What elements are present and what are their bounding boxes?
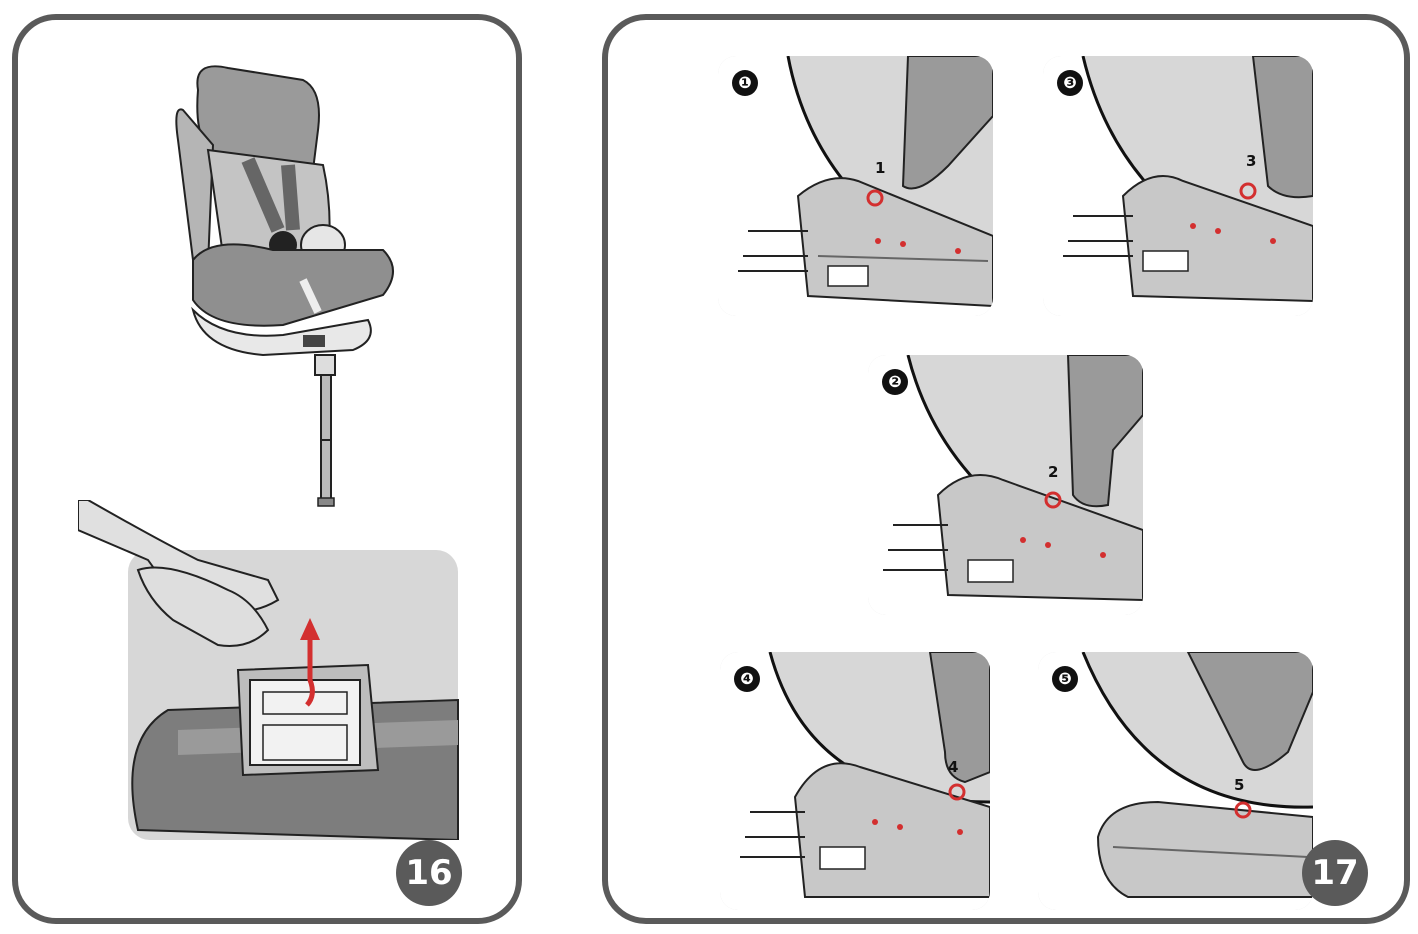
step-1-tile: ❶ 1 [718, 56, 993, 316]
release-detail-illustration [78, 500, 468, 840]
step-4-label: 4 [948, 758, 958, 776]
step-3-marker: ❸ [1057, 70, 1083, 96]
step-5-tile: ❺ 5 [1038, 652, 1313, 910]
figure-16-badge: 16 [396, 840, 462, 906]
step-2-marker: ❷ [882, 369, 908, 395]
step-2-tile: ❷ 2 [868, 355, 1143, 615]
step-5-label: 5 [1234, 776, 1244, 794]
seat-base-diagram [720, 652, 990, 910]
seat-base-diagram [1038, 652, 1313, 910]
car-seat-illustration [153, 50, 453, 520]
step-4-tile: ❹ 4 [720, 652, 990, 910]
seat-base-diagram [868, 355, 1143, 615]
figure-17-badge: 17 [1302, 840, 1368, 906]
step-3-tile: ❸ 3 [1043, 56, 1313, 316]
step-1-label: 1 [875, 159, 885, 177]
step-4-marker: ❹ [734, 666, 760, 692]
figure-17-panel: ❶ 1 ❸ 3 [602, 14, 1410, 924]
step-3-label: 3 [1246, 152, 1256, 170]
step-2-label: 2 [1048, 463, 1058, 481]
figure-16-panel: 16 [12, 14, 522, 924]
seat-base-diagram [1043, 56, 1313, 316]
seat-base-diagram [718, 56, 993, 316]
step-1-marker: ❶ [732, 70, 758, 96]
step-5-marker: ❺ [1052, 666, 1078, 692]
